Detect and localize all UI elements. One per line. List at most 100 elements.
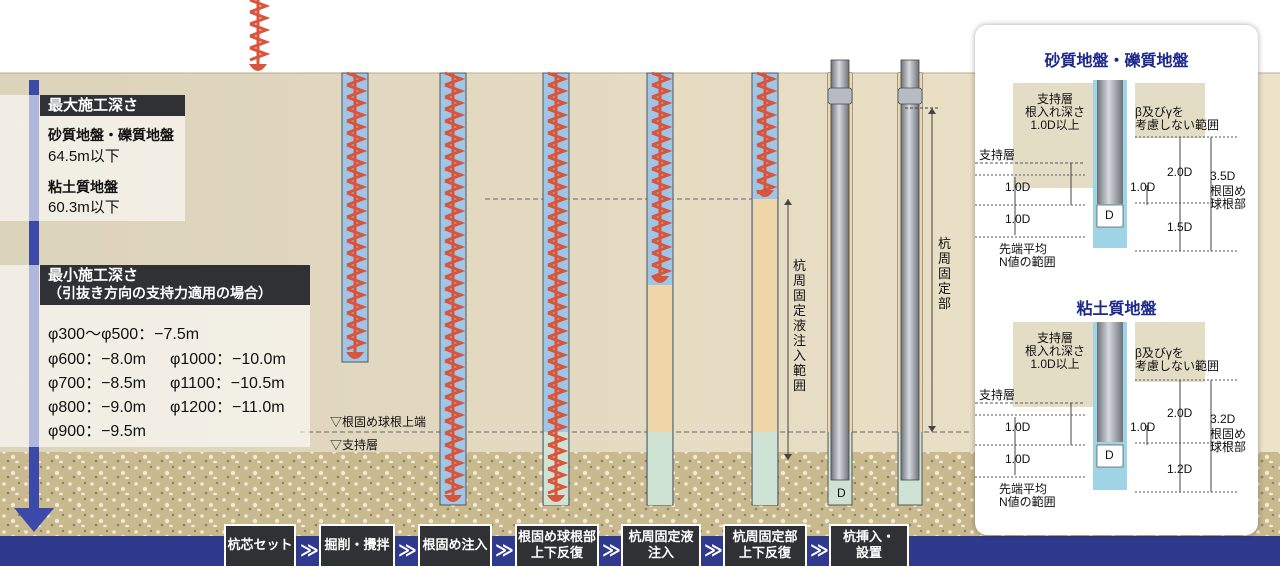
sand-dim-2: 1.0D bbox=[1005, 212, 1031, 226]
support-label: ▽支持層 bbox=[330, 438, 379, 452]
auger-4-flight bbox=[651, 191, 673, 207]
step-root-injection: 根固め注入 bbox=[418, 524, 492, 568]
auger-2-flight bbox=[444, 107, 466, 123]
max-depth-title: 最大施工深さ bbox=[40, 95, 185, 116]
pile-2-steel bbox=[900, 59, 920, 481]
auger-4-flight bbox=[651, 83, 673, 99]
chevron-icon: ≫ bbox=[602, 540, 621, 561]
auger-1-flight bbox=[346, 203, 368, 219]
auger-1-flight bbox=[346, 107, 368, 123]
auger-5-flight bbox=[756, 119, 778, 135]
auger-3-flight bbox=[547, 131, 569, 147]
clay-support-text: 支持層 bbox=[979, 388, 1016, 402]
auger-4-flight bbox=[651, 119, 673, 135]
borehole-fill bbox=[648, 285, 672, 432]
auger-2-flight bbox=[444, 383, 466, 399]
auger-5-flight bbox=[756, 143, 778, 159]
auger-1-flight bbox=[346, 95, 368, 111]
auger-2-flight bbox=[444, 395, 466, 411]
auger-2-flight bbox=[444, 239, 466, 255]
auger-3-flight bbox=[547, 167, 569, 183]
auger-5-bit bbox=[756, 190, 774, 197]
auger-1-flight bbox=[346, 83, 368, 99]
auger-3-flight bbox=[547, 203, 569, 219]
clay-dim-lower: 1.2D bbox=[1167, 462, 1193, 476]
auger-2-flight bbox=[444, 95, 466, 111]
auger-4-flight bbox=[651, 251, 673, 267]
step-root-repeat: 根固め球根部 上下反復 bbox=[515, 524, 599, 568]
borehole-fill bbox=[648, 432, 672, 505]
auger-2-flight bbox=[444, 143, 466, 159]
step-excavation: 掘削・攪拌 bbox=[319, 524, 395, 568]
pile-2-head bbox=[897, 87, 923, 105]
auger-4-flight bbox=[651, 131, 673, 147]
auger-4-flight bbox=[651, 203, 673, 219]
auger-5-flight bbox=[756, 155, 778, 171]
auger-4-flight bbox=[651, 227, 673, 243]
auger-2-flight bbox=[444, 443, 466, 459]
auger-2-flight bbox=[444, 131, 466, 147]
auger-1-flight bbox=[346, 239, 368, 255]
auger-5-flight bbox=[756, 167, 778, 183]
auger-2-flight bbox=[444, 479, 466, 495]
auger-2-flight bbox=[444, 215, 466, 231]
auger-3-flight bbox=[547, 263, 569, 279]
min-row-3: φ700：−8.5m bbox=[48, 375, 146, 392]
auger-3-flight bbox=[547, 119, 569, 135]
min-row-right-3: φ1200：−11.0m bbox=[170, 399, 285, 416]
auger-1-flight bbox=[346, 251, 368, 267]
auger-3-flight bbox=[547, 179, 569, 195]
clay-dim-2d: 2.0D bbox=[1167, 406, 1193, 420]
auger-3-flight bbox=[547, 227, 569, 243]
auger-1-flight bbox=[346, 263, 368, 279]
auger-2-flight bbox=[444, 155, 466, 171]
borehole-fill bbox=[753, 432, 777, 505]
auger-2-flight bbox=[444, 371, 466, 387]
injection-range-dimension bbox=[784, 199, 792, 460]
root-top-label: ▽根固め球根上端 bbox=[330, 415, 427, 429]
auger-0-flight bbox=[249, 0, 271, 14]
auger-2-flight bbox=[444, 287, 466, 303]
min-row-5: φ900：−9.5m bbox=[48, 423, 146, 440]
clay-embed-text: 支持層 根入れ深さ 1.0D以上 bbox=[1024, 331, 1085, 371]
clay-label: 粘土質地盤 bbox=[48, 179, 118, 195]
auger-2-flight bbox=[444, 167, 466, 183]
fixed-part-label: 杭周固定部 bbox=[938, 236, 952, 311]
auger-1-flight bbox=[346, 179, 368, 195]
auger-1-flight bbox=[346, 131, 368, 147]
step-pile-insert: 杭挿入・ 設置 bbox=[829, 524, 909, 568]
clay-root-text: 根固め 球根部 bbox=[1210, 427, 1247, 454]
auger-2-flight bbox=[444, 251, 466, 267]
auger-1-flight bbox=[346, 215, 368, 231]
min-row-right-2: φ1100：−10.5m bbox=[170, 375, 285, 392]
min-row-right-1: φ1000：−10.0m bbox=[170, 351, 286, 368]
auger-1-flight bbox=[346, 299, 368, 315]
auger-3-flight bbox=[547, 455, 569, 471]
auger-3-flight bbox=[547, 359, 569, 375]
auger-3-flight bbox=[547, 383, 569, 399]
auger-3-flight bbox=[547, 311, 569, 327]
auger-1-flight bbox=[346, 335, 368, 351]
auger-2-flight bbox=[444, 431, 466, 447]
auger-4-bit bbox=[651, 276, 669, 283]
sand-dim-mid: 1.0D bbox=[1130, 180, 1156, 194]
clay-callout-title: 粘土質地盤 bbox=[1076, 299, 1157, 318]
detail-callout: 砂質地盤・礫質地盤 支持層 根入れ深さ 1.0D以上 β及びγを 考慮しない範囲… bbox=[975, 25, 1258, 535]
auger-3-flight bbox=[547, 287, 569, 303]
sand-total: 3.5D bbox=[1210, 169, 1236, 183]
clay-value: 60.3m以下 bbox=[48, 199, 120, 216]
auger-2-flight bbox=[444, 179, 466, 195]
sand-dim-2d: 2.0D bbox=[1167, 165, 1193, 179]
auger-2-flight bbox=[444, 119, 466, 135]
auger-1-flight bbox=[346, 275, 368, 291]
min-row-2: φ600：−8.0m bbox=[48, 351, 146, 368]
auger-3-flight bbox=[547, 371, 569, 387]
chevron-icon: ≫ bbox=[398, 540, 417, 561]
auger-1-bit bbox=[346, 352, 364, 359]
min-depth-panel: 最小施工深さ （引抜き方向の支持力適用の場合） φ300～φ500：−7.5m … bbox=[0, 265, 310, 447]
auger-2-flight bbox=[444, 311, 466, 327]
auger-1-flight bbox=[346, 71, 368, 87]
auger-3-flight bbox=[547, 251, 569, 267]
auger-0-flight bbox=[249, 46, 271, 62]
auger-0-flight bbox=[249, 10, 271, 26]
